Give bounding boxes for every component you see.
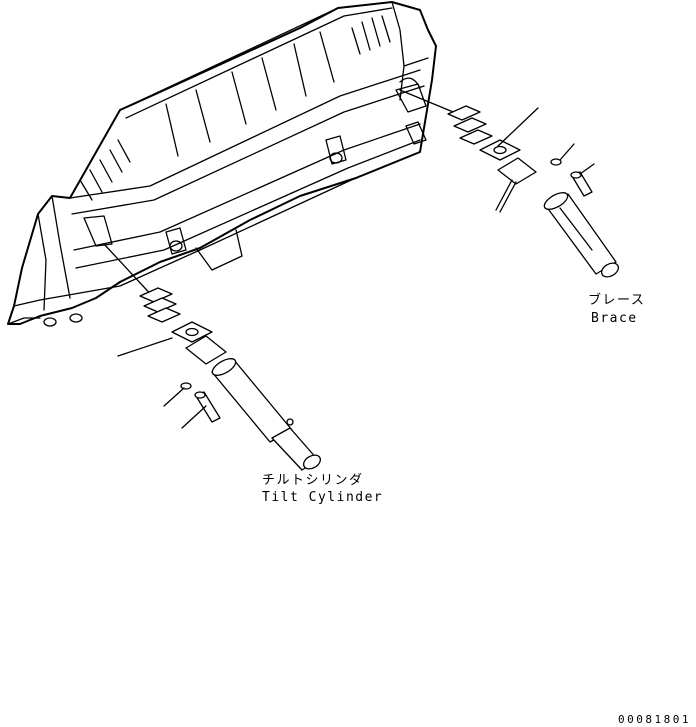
label-brace-en: Brace — [591, 311, 638, 326]
shim-1 — [139, 287, 173, 303]
brace-group — [399, 89, 620, 278]
brace-bracket — [497, 157, 537, 185]
cylinder-bracket — [185, 335, 227, 365]
shim-3 — [147, 307, 181, 323]
drawing-code: 00081801 — [618, 713, 691, 726]
dozer-blade — [7, 1, 437, 327]
tilt-cylinder-group — [103, 243, 322, 471]
washer-r — [550, 158, 562, 166]
label-tilt-cylinder-en: Tilt Cylinder — [262, 490, 384, 505]
label-brace-jp: ブレース — [588, 293, 646, 308]
mount-plate — [171, 321, 213, 343]
shim-r3 — [459, 129, 493, 145]
mount-plate-r — [479, 139, 521, 161]
label-tilt-cylinder-jp: チルトシリンダ — [262, 473, 364, 488]
shim-r2 — [453, 117, 487, 133]
shim-2 — [143, 297, 177, 313]
shim-r1 — [447, 105, 481, 121]
washer — [180, 382, 192, 390]
